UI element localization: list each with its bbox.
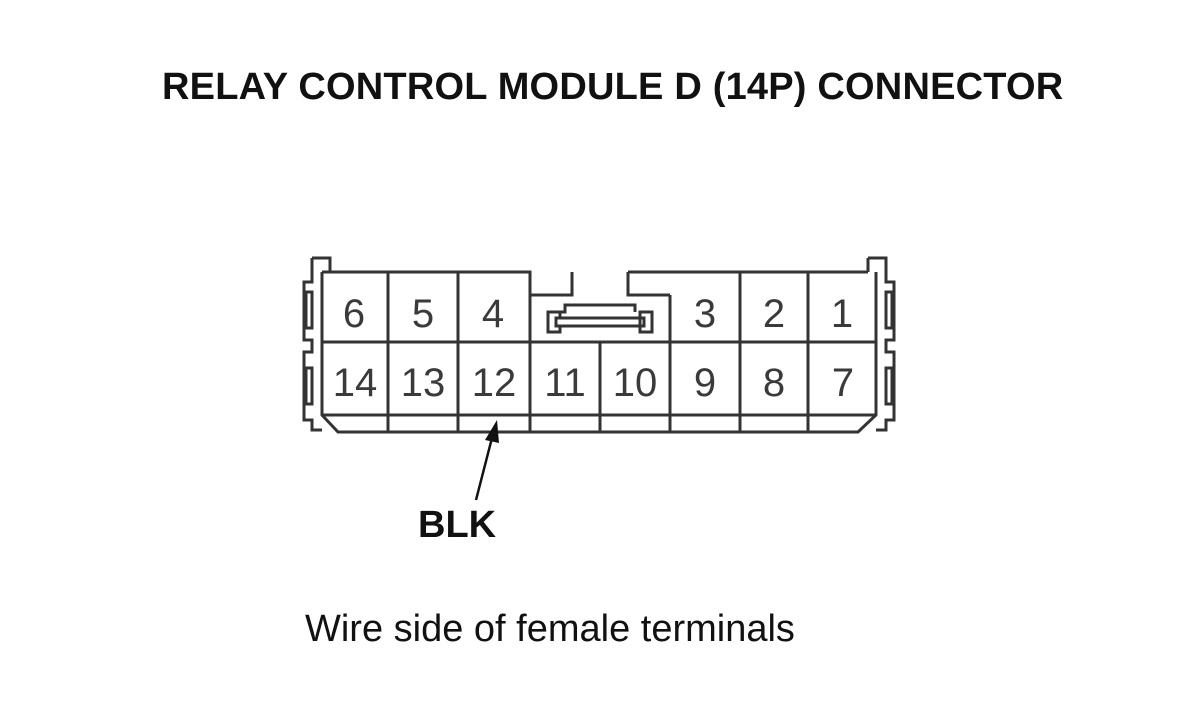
pin-9: 9 (694, 361, 716, 405)
pin-4: 4 (482, 292, 504, 336)
pin-5: 5 (412, 292, 434, 336)
key-clip (528, 295, 672, 342)
wire-color-label: BLK (418, 504, 497, 546)
left-latch (302, 256, 332, 432)
pin-3: 3 (694, 292, 716, 336)
pin-1: 1 (831, 292, 853, 336)
pin-2: 2 (763, 292, 785, 336)
diagram-caption: Wire side of female terminals (305, 608, 795, 650)
pin-6: 6 (343, 292, 365, 336)
callout-arrow (474, 420, 499, 501)
pin-11: 11 (544, 361, 586, 405)
diagram-title: RELAY CONTROL MODULE D (14P) CONNECTOR (162, 66, 1064, 108)
pin-12: 12 (472, 361, 517, 405)
pin-10: 10 (613, 361, 658, 405)
pin-8: 8 (763, 361, 785, 405)
right-latch (866, 256, 896, 432)
pin-14: 14 (333, 361, 378, 405)
pin-7: 7 (832, 361, 854, 405)
pin-13: 13 (401, 361, 446, 405)
